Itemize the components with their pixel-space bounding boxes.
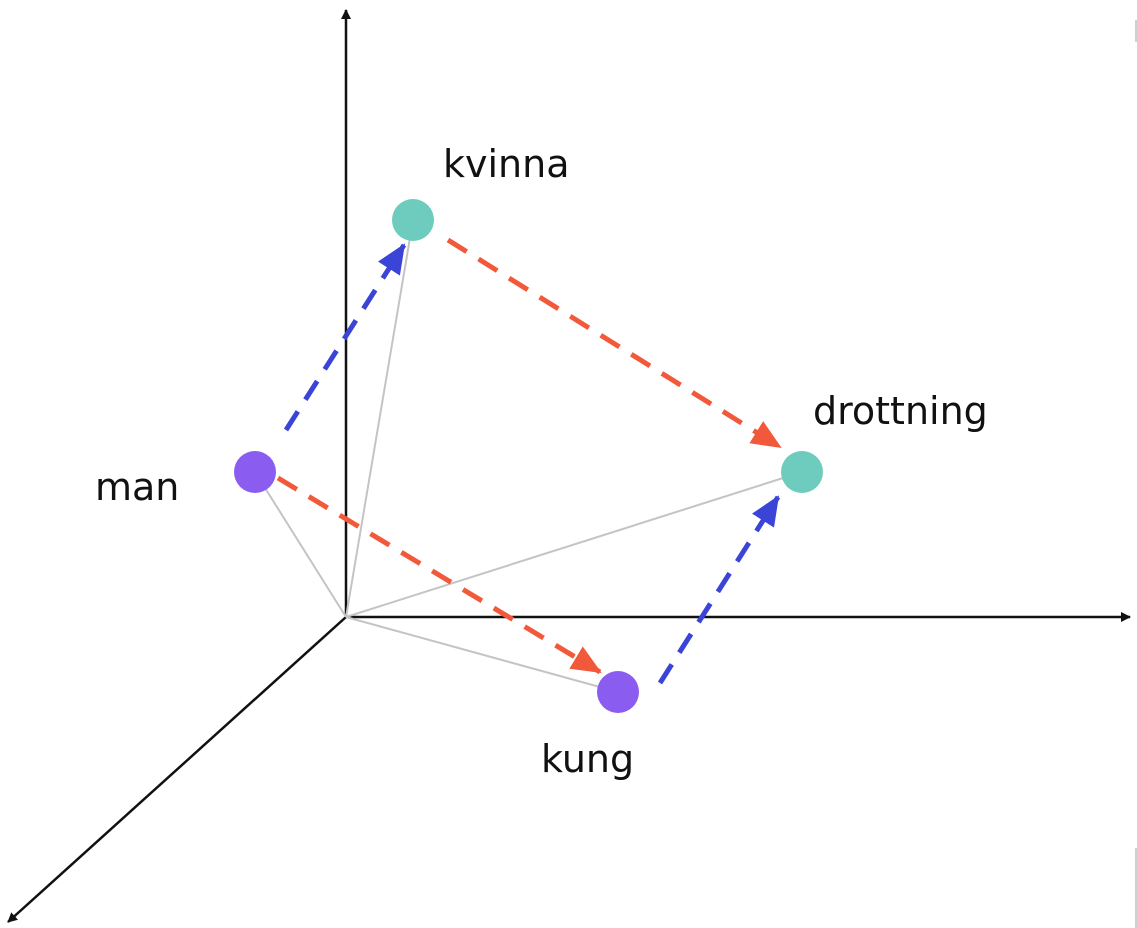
label-kvinna: kvinna bbox=[443, 142, 570, 186]
point-drottning bbox=[781, 451, 823, 493]
axes bbox=[7, 9, 1131, 923]
edge-tick-bottom-right bbox=[1135, 848, 1137, 928]
word-points bbox=[234, 199, 823, 713]
arrow-kung-drottning bbox=[657, 495, 781, 685]
point-man bbox=[234, 451, 276, 493]
arrow-kvinna-drottning bbox=[446, 237, 782, 450]
word-labels: kvinna drottning man kung bbox=[95, 142, 988, 781]
spoke-kvinna bbox=[345, 219, 414, 618]
royalty-arrows bbox=[283, 243, 781, 685]
arrow-man-kvinna bbox=[283, 243, 407, 432]
point-kvinna bbox=[392, 199, 434, 241]
edge-tick-top-right bbox=[1135, 20, 1137, 42]
origin-spokes bbox=[254, 219, 803, 693]
label-man: man bbox=[95, 465, 179, 509]
label-kung: kung bbox=[541, 737, 634, 781]
spoke-drottning bbox=[345, 471, 803, 618]
z-axis bbox=[7, 616, 347, 923]
point-kung bbox=[597, 671, 639, 713]
arrow-man-kung bbox=[276, 475, 602, 675]
spoke-kung bbox=[345, 616, 619, 693]
label-drottning: drottning bbox=[813, 389, 988, 433]
gender-arrows bbox=[276, 237, 782, 675]
spoke-man bbox=[254, 471, 347, 618]
